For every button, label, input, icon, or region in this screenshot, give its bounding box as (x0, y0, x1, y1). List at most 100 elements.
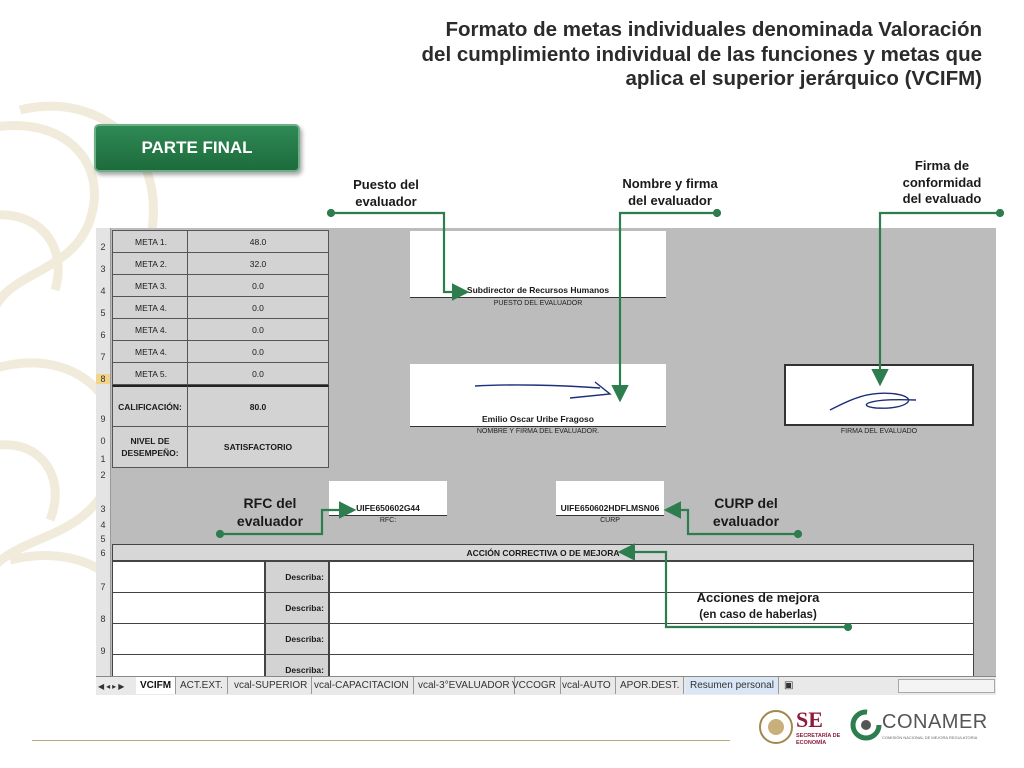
evaluator-signature (474, 381, 612, 399)
row-number: 9 (100, 414, 106, 424)
nombre-firma-box[interactable]: Emilio Oscar Uribe Fragoso (410, 364, 666, 427)
meta-value[interactable]: 0.0 (187, 296, 329, 319)
tab-vcal-auto[interactable]: vcal-AUTO (558, 677, 616, 694)
curp-box[interactable]: UIFE650602HDFLMSN06 (556, 481, 664, 516)
curp-callout-line-1: CURP del (714, 495, 778, 511)
tab-vcifm[interactable]: VCIFM (136, 677, 177, 694)
acciones-callout-line-2: (en caso de haberlas) (699, 608, 817, 621)
meta-label: META 2. (112, 252, 188, 275)
title-line-1: Formato de metas individuales denominada… (445, 18, 982, 41)
puesto-box[interactable]: Subdirector de Recursos Humanos (410, 231, 666, 298)
meta-label: META 1. (112, 230, 188, 253)
describa-field[interactable] (329, 623, 974, 655)
describa-field[interactable] (329, 654, 974, 678)
rfc-value: UIFE650602G44 (356, 503, 420, 513)
accion-cell[interactable] (112, 654, 265, 678)
meta-label: META 4. (112, 318, 188, 341)
nombre-callout-line-2: del evaluador (628, 192, 712, 208)
row-number: 5 (100, 308, 106, 318)
accion-cell[interactable] (112, 623, 265, 655)
curp-callout: CURP del evaluador (698, 494, 794, 530)
coat-of-arms-icon (759, 710, 793, 744)
tab-nav-arrows[interactable]: ◀ ◂ ▸ ▶ (98, 679, 134, 693)
meta-value[interactable]: 32.0 (187, 252, 329, 275)
meta-value[interactable]: 0.0 (187, 340, 329, 363)
meta-label: META 4. (112, 296, 188, 319)
firma-callout-line-1: Firma de (914, 158, 970, 173)
meta-value[interactable]: 48.0 (187, 230, 329, 253)
tab-apor-dest[interactable]: APOR.DEST. (616, 677, 685, 694)
table-row: Describa: (112, 561, 974, 593)
prev-sheet-icon[interactable]: ◂ (106, 681, 111, 691)
tab-vccogr[interactable]: VCCOGR (508, 677, 561, 694)
nivel-label: NIVEL DE DESEMPEÑO: (112, 426, 188, 468)
row-number: 7 (100, 582, 106, 592)
parte-final-button[interactable]: PARTE FINAL (94, 124, 300, 172)
puesto-callout-line-2: evaluador (355, 193, 417, 209)
tab-vcal-3-evaluador[interactable]: vcal-3°EVALUADOR (414, 677, 515, 694)
meta-value[interactable]: 0.0 (187, 318, 329, 341)
describa-label: Describa: (265, 654, 329, 678)
conamer-icon (850, 709, 882, 741)
acciones-callout-line-1: Acciones de mejora (696, 590, 820, 605)
meta-value[interactable]: 0.0 (187, 362, 329, 385)
accion-cell[interactable] (112, 592, 265, 624)
tab-act-ext[interactable]: ACT.EXT. (176, 677, 228, 694)
describa-label: Describa: (265, 561, 329, 593)
row-number: 4 (100, 520, 106, 530)
acciones-callout: Acciones de mejora (en caso de haberlas) (680, 590, 836, 623)
curp-callout-line-2: evaluador (712, 513, 780, 529)
meta-label: META 4. (112, 340, 188, 363)
row-number: 9 (100, 646, 106, 656)
se-logo: SE SECRETARÍA DE ECONOMÍA (754, 705, 850, 751)
row-number: 2 (100, 470, 106, 480)
footer-divider (32, 740, 730, 741)
tab-resumen-personal[interactable]: Resumen personal (686, 677, 779, 694)
title-line-3: aplica el superior jerárquico (VCIFM) (625, 67, 982, 90)
meta-value[interactable]: 0.0 (187, 274, 329, 297)
tab-vcal-capacitacion[interactable]: vcal-CAPACITACION (310, 677, 414, 694)
spreadsheet-area: 2 3 4 5 6 7 8 9 0 1 2 3 4 5 6 7 8 9 META… (96, 228, 996, 678)
describa-field[interactable] (329, 561, 974, 593)
tab-vcal-superior[interactable]: vcal-SUPERIOR (230, 677, 313, 694)
describa-label: Describa: (265, 623, 329, 655)
row-number: 5 (100, 534, 106, 544)
insert-sheet-icon[interactable]: ▣ (784, 680, 794, 691)
row-number: 3 (100, 264, 106, 274)
firma-callout-line-3: del evaluado (902, 191, 982, 206)
nivel-value[interactable]: SATISFACTORIO (187, 426, 329, 468)
puesto-value: Subdirector de Recursos Humanos (466, 285, 610, 295)
rfc-callout-line-2: evaluador (236, 513, 304, 529)
rfc-callout-line-1: RFC del (243, 495, 297, 511)
table-row: Describa: (112, 654, 974, 678)
row-number: 6 (100, 548, 106, 558)
accion-cell[interactable] (112, 561, 265, 593)
horizontal-scrollbar[interactable] (898, 679, 995, 693)
firma-evaluado-box[interactable] (784, 364, 974, 426)
puesto-caption: PUESTO DEL EVALUADOR (493, 300, 583, 307)
meta-label: META 5. (112, 362, 188, 385)
se-subtitle-line-1: SECRETARÍA DE (796, 733, 841, 739)
nivel-label-line-1: NIVEL DE (130, 436, 170, 446)
se-text: SE (796, 707, 823, 732)
se-subtitle-line-2: ECONOMÍA (796, 740, 827, 746)
conamer-text: CONAMER (882, 711, 988, 733)
puesto-callout: Puesto del evaluador (340, 177, 432, 210)
firma-evaluado-caption: FIRMA DEL EVALUADO (840, 428, 918, 435)
calificacion-value[interactable]: 80.0 (187, 385, 329, 427)
conamer-subtitle: COMISIÓN NACIONAL DE MEJORA REGULATORIA (882, 735, 978, 740)
row-number: 8 (100, 614, 106, 624)
sheet-tabs-bar: ◀ ◂ ▸ ▶ VCIFM ACT.EXT. vcal-SUPERIOR vca… (96, 676, 996, 695)
next-sheet-icon[interactable]: ▸ (112, 681, 117, 691)
se-subtitle: SECRETARÍA DE ECONOMÍA (796, 733, 840, 747)
rfc-box[interactable]: UIFE650602G44 (329, 481, 447, 516)
row-number: 7 (100, 352, 106, 362)
rfc-caption: RFC: (379, 517, 397, 524)
last-sheet-icon[interactable]: ▶ (118, 681, 125, 691)
row-number: 0 (100, 436, 106, 446)
describa-field[interactable] (329, 592, 974, 624)
nombre-value: Emilio Oscar Uribe Fragoso (482, 414, 594, 424)
evaluado-signature (829, 392, 917, 411)
title-line-2: del cumplimiento individual de las funci… (421, 42, 982, 66)
first-sheet-icon[interactable]: ◀ (98, 681, 105, 691)
